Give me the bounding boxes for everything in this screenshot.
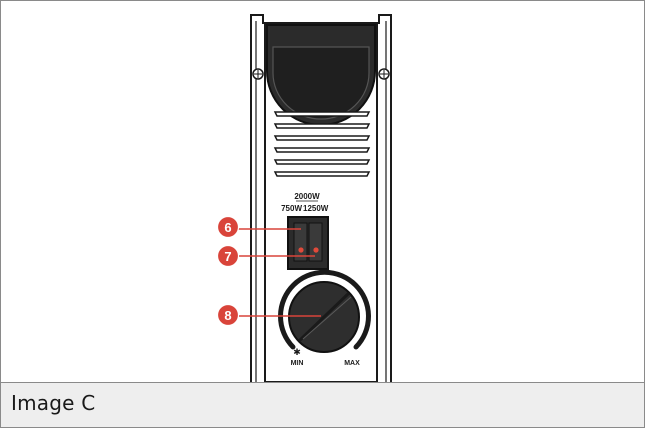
figure-caption: Image C [11,391,96,415]
dial-pointer-ridge [297,291,351,343]
power-rocker-switch[interactable] [287,216,329,270]
dial-range-arc [278,269,371,350]
carry-handle [266,24,376,126]
thermostat-dial[interactable] [278,269,371,353]
indicator-light-right [313,247,319,253]
label-750w: 750W [281,204,302,213]
vent-slots [273,111,371,177]
handle-grip [272,46,370,120]
indicator-light-left [298,247,304,253]
callout-6-number: 6 [224,220,231,235]
callout-7-number: 7 [224,249,231,264]
frost-icon: ✱ [293,347,301,357]
power-switch-labels: 2000W 750W 1250W [281,192,329,213]
label-1250w: 1250W [303,204,329,213]
screw-left [252,68,264,80]
callout-7: 7 [216,244,315,268]
heater-illustration: 2000W 750W 1250W ✱ MIN [1,1,644,383]
label-2000w: 2000W [294,192,320,201]
callout-6: 6 [216,215,301,239]
label-min: MIN [291,360,304,367]
dial-pointer-highlight [302,296,352,340]
screw-right [378,68,390,80]
label-max: MAX [344,360,360,367]
caption-bar: Image C [1,382,644,427]
callout-8: 8 [216,303,321,327]
heater-drawing: 2000W 750W 1250W ✱ MIN [216,14,392,383]
callout-8-number: 8 [224,308,231,323]
